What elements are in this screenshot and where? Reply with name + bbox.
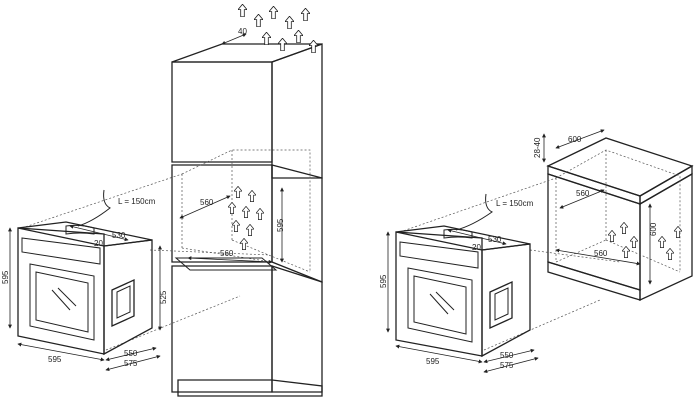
dim-counter-niche-height: 600 [649,222,658,236]
dim-oven-20: 20 [94,239,103,248]
dim-top-gap: 40 [238,27,247,36]
cable-length-label-right: L = 150cm [496,199,534,208]
air-arrow-icon [674,226,682,238]
side-handle [489,280,513,330]
dim-oven-depth-550: 550 [124,349,138,358]
dim-counter-niche-width: 560 [594,249,608,258]
airflow-niche-right [608,222,682,260]
air-arrow-icon [232,220,240,232]
oven-side [103,239,153,356]
cabinet-lower-side [271,265,323,393]
control-panel [399,241,479,269]
dim-oven-depth-575: 575 [124,359,138,368]
dim-oven-height-right: 595 [379,274,388,288]
air-arrow-icon [294,30,303,43]
side-handle [111,278,135,328]
dim-oven-height: 595 [1,270,10,284]
air-arrow-icon [666,248,674,260]
air-arrow-icon [238,4,247,17]
dim-oven-width: 595 [48,355,62,364]
countertop [546,137,694,197]
cabinet-upper-front [171,61,273,163]
dim-oven-20-right: 20 [472,243,481,252]
air-arrow-icon [620,222,628,234]
dim-niche-depth: 560 [200,198,214,207]
dim-counter-depth: 600 [568,135,582,144]
dim-oven-depth-530-right: 530 [488,235,502,244]
air-arrow-icon [254,14,263,27]
power-cable [77,189,111,227]
dim-oven-depth-550-right: 550 [500,351,514,360]
air-arrow-icon [658,236,666,248]
air-arrow-icon [630,236,638,248]
counter-unit [546,137,694,302]
power-cable [455,193,493,231]
air-arrow-icon [608,230,616,242]
counter-dimensions: 28-40 600 560 560 600 [533,129,658,285]
airflow-top-left [238,4,318,53]
air-arrow-icon [256,208,264,220]
cable-length-label-left: L = 150cm [118,197,156,206]
control-panel [21,237,101,265]
air-arrow-icon [246,224,254,236]
tall-cabinet [171,43,323,397]
dim-door-height: 525 [159,290,168,304]
dim-oven-depth-530: 530 [112,231,126,240]
air-arrow-icon [285,16,294,29]
air-arrow-icon [248,190,256,202]
dim-counter-top-gap: 28-40 [533,137,542,158]
air-arrow-icon [622,246,630,258]
dim-oven-width-right: 595 [426,357,440,366]
air-arrow-icon [301,8,310,21]
dim-oven-depth-575-right: 575 [500,361,514,370]
oven-door-window [407,267,473,343]
airflow-niche-left [228,186,264,250]
oven-side [481,243,531,358]
dim-niche-height: 595 [276,218,285,232]
air-arrow-icon [242,206,250,218]
oven-dimensions-right: 595 595 550 575 530 20 [379,228,539,374]
air-arrow-icon [269,6,278,19]
oven-dimensions-left: 595 595 550 575 530 20 525 [1,224,168,372]
air-arrow-icon [262,32,271,45]
oven-door-window [29,263,95,341]
cabinet-upper-side [271,43,323,179]
counter-niche-side [639,172,693,302]
cabinet-lower-front [171,265,273,393]
dim-counter-niche-depth: 560 [576,189,590,198]
cabinet-top [171,43,323,63]
air-arrow-icon [240,238,248,250]
air-arrow-icon [234,186,242,198]
air-arrow-icon [228,202,236,214]
